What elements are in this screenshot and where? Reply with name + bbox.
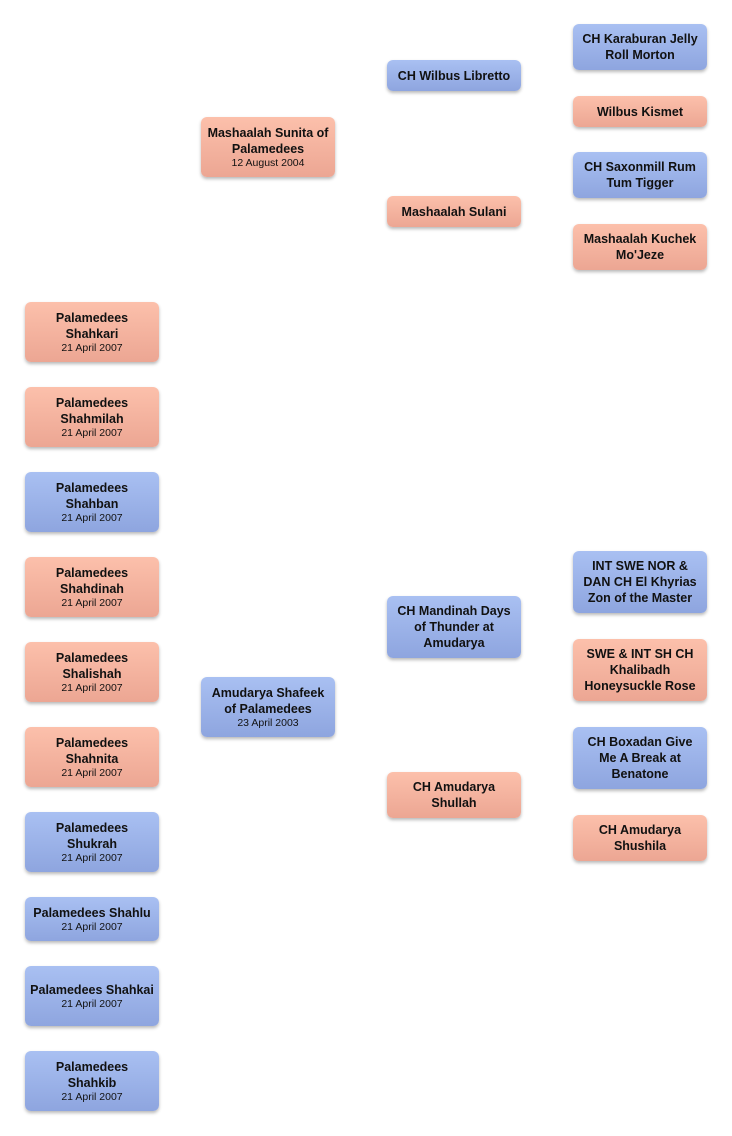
pedigree-node-sire: Amudarya Shafeek of Palamedees 23 April …: [201, 677, 335, 737]
pedigree-node-great-grandparent: Wilbus Kismet: [573, 96, 707, 127]
dog-name: INT SWE NOR & DAN CH El Khyrias Zon of t…: [583, 559, 697, 605]
pedigree-node-dam: Mashaalah Sunita of Palamedees 12 August…: [201, 117, 335, 177]
birth-date: 21 April 2007: [61, 997, 123, 1010]
pedigree-node-offspring: Palamedees Shahban 21 April 2007: [25, 472, 159, 532]
dog-name: CH Wilbus Libretto: [397, 68, 511, 83]
pedigree-node-great-grandparent: CH Amudarya Shushila: [573, 815, 707, 861]
pedigree-node-dam-dam: Mashaalah Sulani: [387, 196, 521, 227]
pedigree-node-great-grandparent: INT SWE NOR & DAN CH El Khyrias Zon of t…: [573, 551, 707, 613]
dog-name: Amudarya Shafeek of Palamedees: [211, 685, 325, 716]
dog-name: Palamedees Shahkib: [55, 1059, 129, 1090]
pedigree-node-great-grandparent: Mashaalah Kuchek Mo'Jeze: [573, 224, 707, 270]
pedigree-node-great-grandparent: CH Saxonmill Rum Tum Tigger: [573, 152, 707, 198]
birth-date: 21 April 2007: [61, 511, 123, 524]
dog-name: Wilbus Kismet: [596, 104, 683, 119]
pedigree-node-great-grandparent: SWE & INT SH CH Khalibadh Honeysuckle Ro…: [573, 639, 707, 701]
pedigree-node-offspring: Palamedees Shahlu 21 April 2007: [25, 897, 159, 941]
dog-name: Mashaalah Kuchek Mo'Jeze: [583, 232, 697, 262]
dog-name: CH Amudarya Shullah: [412, 780, 496, 810]
pedigree-node-great-grandparent: CH Karaburan Jelly Roll Morton: [573, 24, 707, 70]
birth-date: 21 April 2007: [61, 1090, 123, 1103]
dog-name: Palamedees Shahmilah: [55, 395, 129, 426]
pedigree-node-offspring: Palamedees Shukrah 21 April 2007: [25, 812, 159, 872]
dog-name: CH Boxadan Give Me A Break at Benatone: [587, 735, 693, 781]
birth-date: 21 April 2007: [61, 341, 123, 354]
dog-name: CH Karaburan Jelly Roll Morton: [582, 32, 698, 62]
pedigree-node-offspring: Palamedees Shahkari 21 April 2007: [25, 302, 159, 362]
birth-date: 21 April 2007: [61, 426, 123, 439]
pedigree-node-offspring: Palamedees Shahmilah 21 April 2007: [25, 387, 159, 447]
dog-name: Mashaalah Sulani: [401, 204, 507, 219]
pedigree-node-offspring: Palamedees Shahkai 21 April 2007: [25, 966, 159, 1026]
dog-name: CH Mandinah Days of Thunder at Amudarya: [397, 604, 511, 650]
dog-name: Palamedees Shahlu: [33, 905, 151, 920]
birth-date: 23 April 2003: [237, 716, 299, 729]
birth-date: 21 April 2007: [61, 766, 123, 779]
pedigree-node-sire-dam: CH Amudarya Shullah: [387, 772, 521, 818]
birth-date: 21 April 2007: [61, 681, 123, 694]
pedigree-node-offspring: Palamedees Shahnita 21 April 2007: [25, 727, 159, 787]
birth-date: 21 April 2007: [61, 851, 123, 864]
birth-date: 21 April 2007: [61, 920, 123, 933]
dog-name: Palamedees Shalishah: [55, 650, 129, 681]
dog-name: Mashaalah Sunita of Palamedees: [207, 125, 329, 156]
pedigree-node-sire-sire: CH Mandinah Days of Thunder at Amudarya: [387, 596, 521, 658]
dog-name: CH Saxonmill Rum Tum Tigger: [584, 160, 696, 190]
dog-name: Palamedees Shahnita: [55, 735, 129, 766]
birth-date: 21 April 2007: [61, 596, 123, 609]
pedigree-node-offspring: Palamedees Shahdinah 21 April 2007: [25, 557, 159, 617]
dog-name: Palamedees Shahdinah: [55, 565, 129, 596]
dog-name: CH Amudarya Shushila: [598, 823, 682, 853]
pedigree-node-offspring: Palamedees Shalishah 21 April 2007: [25, 642, 159, 702]
dog-name: Palamedees Shahkari: [55, 310, 129, 341]
pedigree-node-dam-sire: CH Wilbus Libretto: [387, 60, 521, 91]
pedigree-node-offspring: Palamedees Shahkib 21 April 2007: [25, 1051, 159, 1111]
birth-date: 12 August 2004: [231, 156, 305, 169]
dog-name: Palamedees Shahban: [55, 480, 129, 511]
dog-name: SWE & INT SH CH Khalibadh Honeysuckle Ro…: [584, 647, 696, 693]
pedigree-node-great-grandparent: CH Boxadan Give Me A Break at Benatone: [573, 727, 707, 789]
dog-name: Palamedees Shukrah: [55, 820, 129, 851]
dog-name: Palamedees Shahkai: [30, 982, 154, 997]
